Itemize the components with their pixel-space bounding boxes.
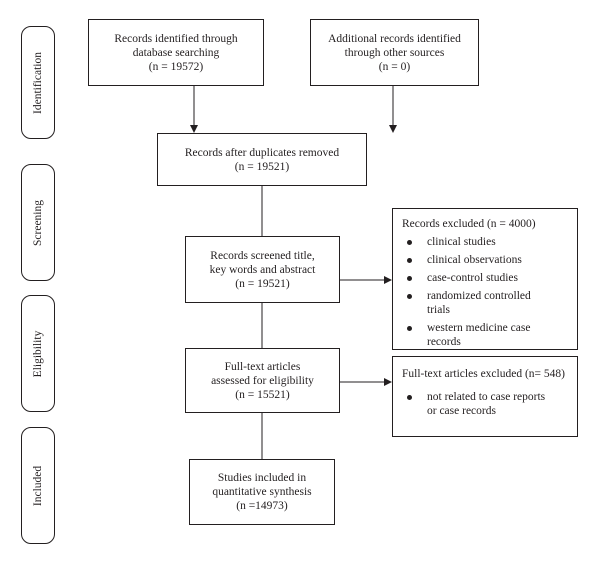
screened-count: (n = 19521)	[235, 277, 290, 290]
stage-screening: Screening	[21, 164, 55, 281]
excluded-item-text: records	[427, 336, 461, 348]
box-database-records: Records identified through database sear…	[88, 19, 264, 86]
excluded-item-case-control: case-control studies	[402, 271, 569, 285]
screened-line-1: Records screened title,	[210, 249, 315, 262]
box-records-screened: Records screened title, key words and ab…	[185, 236, 340, 303]
excluded-item-text: clinical observations	[427, 254, 522, 266]
database-line-1: Records identified through	[114, 32, 238, 45]
other-sources-line-2: through other sources	[344, 46, 445, 59]
included-line-1: Studies included in	[217, 472, 307, 484]
full-text-count: (n = 15521)	[235, 388, 290, 401]
excluded-item-text: case-control studies	[427, 272, 519, 284]
stage-eligibility: Eligibility	[21, 295, 55, 412]
included-line-2: quantitative synthesis	[212, 486, 312, 498]
excluded-item-text: western medicine case	[427, 322, 531, 334]
excluded-item-rct: randomized controlled trials	[402, 289, 569, 317]
duplicates-removed-line-1: Records after duplicates removed	[184, 146, 340, 159]
excluded-item-western-medicine: western medicine case records	[402, 321, 569, 349]
full-text-line-2: assessed for eligibility	[211, 374, 314, 387]
full-text-excluded-list: not related to case reports or case reco…	[402, 390, 569, 418]
excluded-item-text: clinical studies	[427, 236, 496, 248]
included-count: (n =14973)	[236, 500, 288, 512]
full-text-excluded-title: Full-text articles excluded (n= 548)	[402, 368, 565, 380]
screened-line-2: key words and abstract	[209, 263, 316, 276]
full-text-line-1: Full-text articles	[224, 360, 301, 373]
box-other-sources: Additional records identified through ot…	[310, 19, 479, 86]
stage-identification: Identification	[21, 26, 55, 139]
box-duplicates-removed: Records after duplicates removed (n = 19…	[157, 133, 367, 186]
stage-included: Included	[21, 427, 55, 544]
box-full-text-excluded: Full-text articles excluded (n= 548) not…	[392, 356, 578, 437]
box-studies-included: Studies included in quantitative synthes…	[189, 459, 335, 525]
duplicates-removed-count: (n = 19521)	[234, 160, 290, 173]
database-count: (n = 19572)	[148, 60, 204, 73]
box-full-text-assessed: Full-text articles assessed for eligibil…	[185, 348, 340, 413]
other-sources-count: (n = 0)	[378, 60, 411, 73]
box-records-excluded: Records excluded (n = 4000) clinical stu…	[392, 208, 578, 350]
excluded-item-text: or case records	[427, 405, 496, 417]
excluded-item-text: randomized controlled	[427, 290, 531, 302]
excluded-item-text: not related to case reports	[427, 391, 546, 403]
excluded-item-not-related: not related to case reports or case reco…	[402, 390, 569, 418]
excluded-item-text: trials	[427, 304, 450, 316]
excluded-item-clinical-studies: clinical studies	[402, 235, 569, 249]
records-excluded-title: Records excluded (n = 4000)	[402, 218, 536, 230]
other-sources-line-1: Additional records identified	[328, 32, 461, 45]
database-line-2: database searching	[132, 46, 220, 59]
records-excluded-list: clinical studies clinical observations c…	[402, 235, 569, 349]
excluded-item-clinical-observations: clinical observations	[402, 253, 569, 267]
